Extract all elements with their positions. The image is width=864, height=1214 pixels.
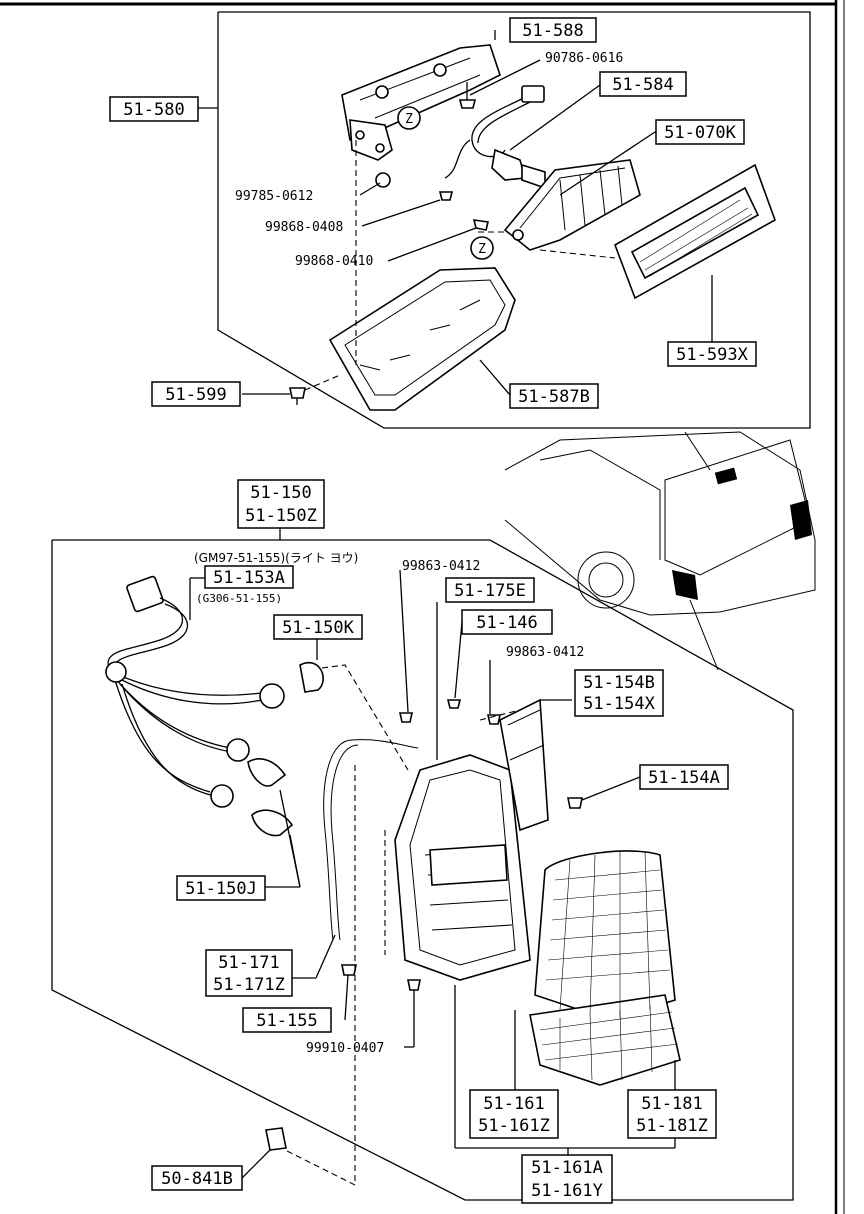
gasket-51-171 [323, 739, 419, 941]
label-51-146: 51-146 [461, 609, 553, 635]
svg-text:51-181: 51-181 [641, 1094, 702, 1114]
label-99910-0407: 99910-0407 [306, 1041, 384, 1056]
label-51-593x: 51-593X [667, 341, 757, 367]
svg-text:51-580: 51-580 [123, 100, 184, 120]
svg-text:51-146: 51-146 [476, 613, 537, 633]
leaders-bottom [189, 528, 676, 1179]
rear-combination-lens [529, 850, 681, 1086]
svg-text:51-150Z: 51-150Z [245, 506, 317, 526]
top-assembly-frame [217, 11, 811, 429]
label-51-155: 51-155 [242, 1007, 332, 1033]
svg-text:51-154B: 51-154B [583, 673, 655, 693]
svg-text:51-150: 51-150 [250, 483, 311, 503]
label-51-161-51-161z: 51-161 51-161Z [469, 1089, 559, 1139]
svg-text:51-154X: 51-154X [583, 694, 655, 714]
svg-text:51-588: 51-588 [522, 21, 583, 41]
label-51-181-51-181z: 51-181 51-181Z [627, 1089, 717, 1139]
label-51-153a: 51-153A [204, 565, 294, 589]
svg-text:51-153A: 51-153A [213, 568, 285, 588]
label-99863-0412-b: 99863-0412 [506, 645, 584, 660]
lens-51-593x [614, 163, 776, 300]
socket-wiring-51-153a [105, 575, 285, 808]
svg-text:51-181Z: 51-181Z [636, 1116, 708, 1136]
label-99863-0412-a: 99863-0412 [402, 559, 480, 574]
label-51-580: 51-580 [109, 96, 199, 122]
svg-text:51-154A: 51-154A [648, 768, 720, 788]
label-99785-0612: 99785-0612 [235, 189, 313, 204]
alignment-lines-bottom [284, 664, 521, 1186]
label-51-150j: 51-150J [176, 875, 266, 901]
svg-text:Z: Z [405, 112, 413, 127]
screw-51-599 [289, 387, 306, 405]
svg-text:51-161A: 51-161A [531, 1158, 603, 1178]
svg-text:51-150J: 51-150J [185, 879, 257, 899]
svg-text:51-584: 51-584 [612, 75, 673, 95]
svg-text:51-171Z: 51-171Z [213, 975, 285, 995]
view-marker-z: Z Z [397, 106, 494, 260]
page-frame [0, 0, 845, 1214]
label-51-584: 51-584 [599, 71, 687, 97]
screws-bottom [265, 699, 583, 1151]
wiring-harness-51-584 [444, 85, 546, 190]
label-90786-0616: 90786-0616 [545, 51, 623, 66]
bulbs-51-150k-51-150j [247, 662, 324, 837]
label-51-171-51-171z: 51-171 51-171Z [205, 949, 293, 997]
svg-text:51-161Y: 51-161Y [531, 1181, 603, 1201]
lamp-body-51-070k [503, 159, 641, 251]
vehicle-illustration [504, 431, 816, 671]
label-51-599: 51-599 [151, 381, 241, 407]
bottom-assembly-frame [51, 539, 794, 1201]
svg-text:51-175E: 51-175E [454, 581, 526, 601]
svg-text:51-161Z: 51-161Z [478, 1116, 550, 1136]
label-51-154b-51-154x: 51-154B 51-154X [574, 669, 664, 717]
svg-text:51-587B: 51-587B [518, 387, 590, 407]
label-51-161a-51-161y: 51-161A 51-161Y [521, 1154, 613, 1204]
screws-top [375, 82, 489, 231]
label-51-588: 51-588 [509, 17, 597, 43]
label-51-150-group: 51-150 51-150Z [237, 479, 325, 529]
label-51-587b: 51-587B [509, 383, 599, 409]
svg-text:51-070K: 51-070K [664, 123, 736, 143]
svg-text:Z: Z [478, 242, 486, 257]
label-51-154a: 51-154A [639, 764, 729, 790]
label-99868-0408: 99868-0408 [265, 220, 343, 235]
label-99868-0410: 99868-0410 [295, 254, 373, 269]
svg-text:50-841B: 50-841B [161, 1169, 233, 1189]
svg-text:51-161: 51-161 [483, 1094, 544, 1114]
label-51-175e: 51-175E [445, 577, 535, 603]
label-50-841b: 50-841B [151, 1165, 243, 1191]
cover-51-587b [328, 267, 516, 411]
label-51-150k: 51-150K [273, 614, 363, 640]
svg-text:51-155: 51-155 [256, 1011, 317, 1031]
leaders-top [198, 30, 713, 396]
svg-text:51-171: 51-171 [218, 953, 279, 973]
lamp-housing [394, 698, 549, 981]
note-g306: (G306-51-155) [196, 592, 282, 605]
svg-text:51-599: 51-599 [165, 385, 226, 405]
label-51-070k: 51-070K [655, 119, 745, 145]
svg-text:51-593X: 51-593X [676, 345, 748, 365]
note-gm97: (GM97-51-155)(ライト ヨウ) [194, 551, 358, 565]
bracket-51-588 [341, 44, 501, 161]
svg-text:51-150K: 51-150K [282, 618, 354, 638]
alignment-lines-top [304, 140, 616, 391]
